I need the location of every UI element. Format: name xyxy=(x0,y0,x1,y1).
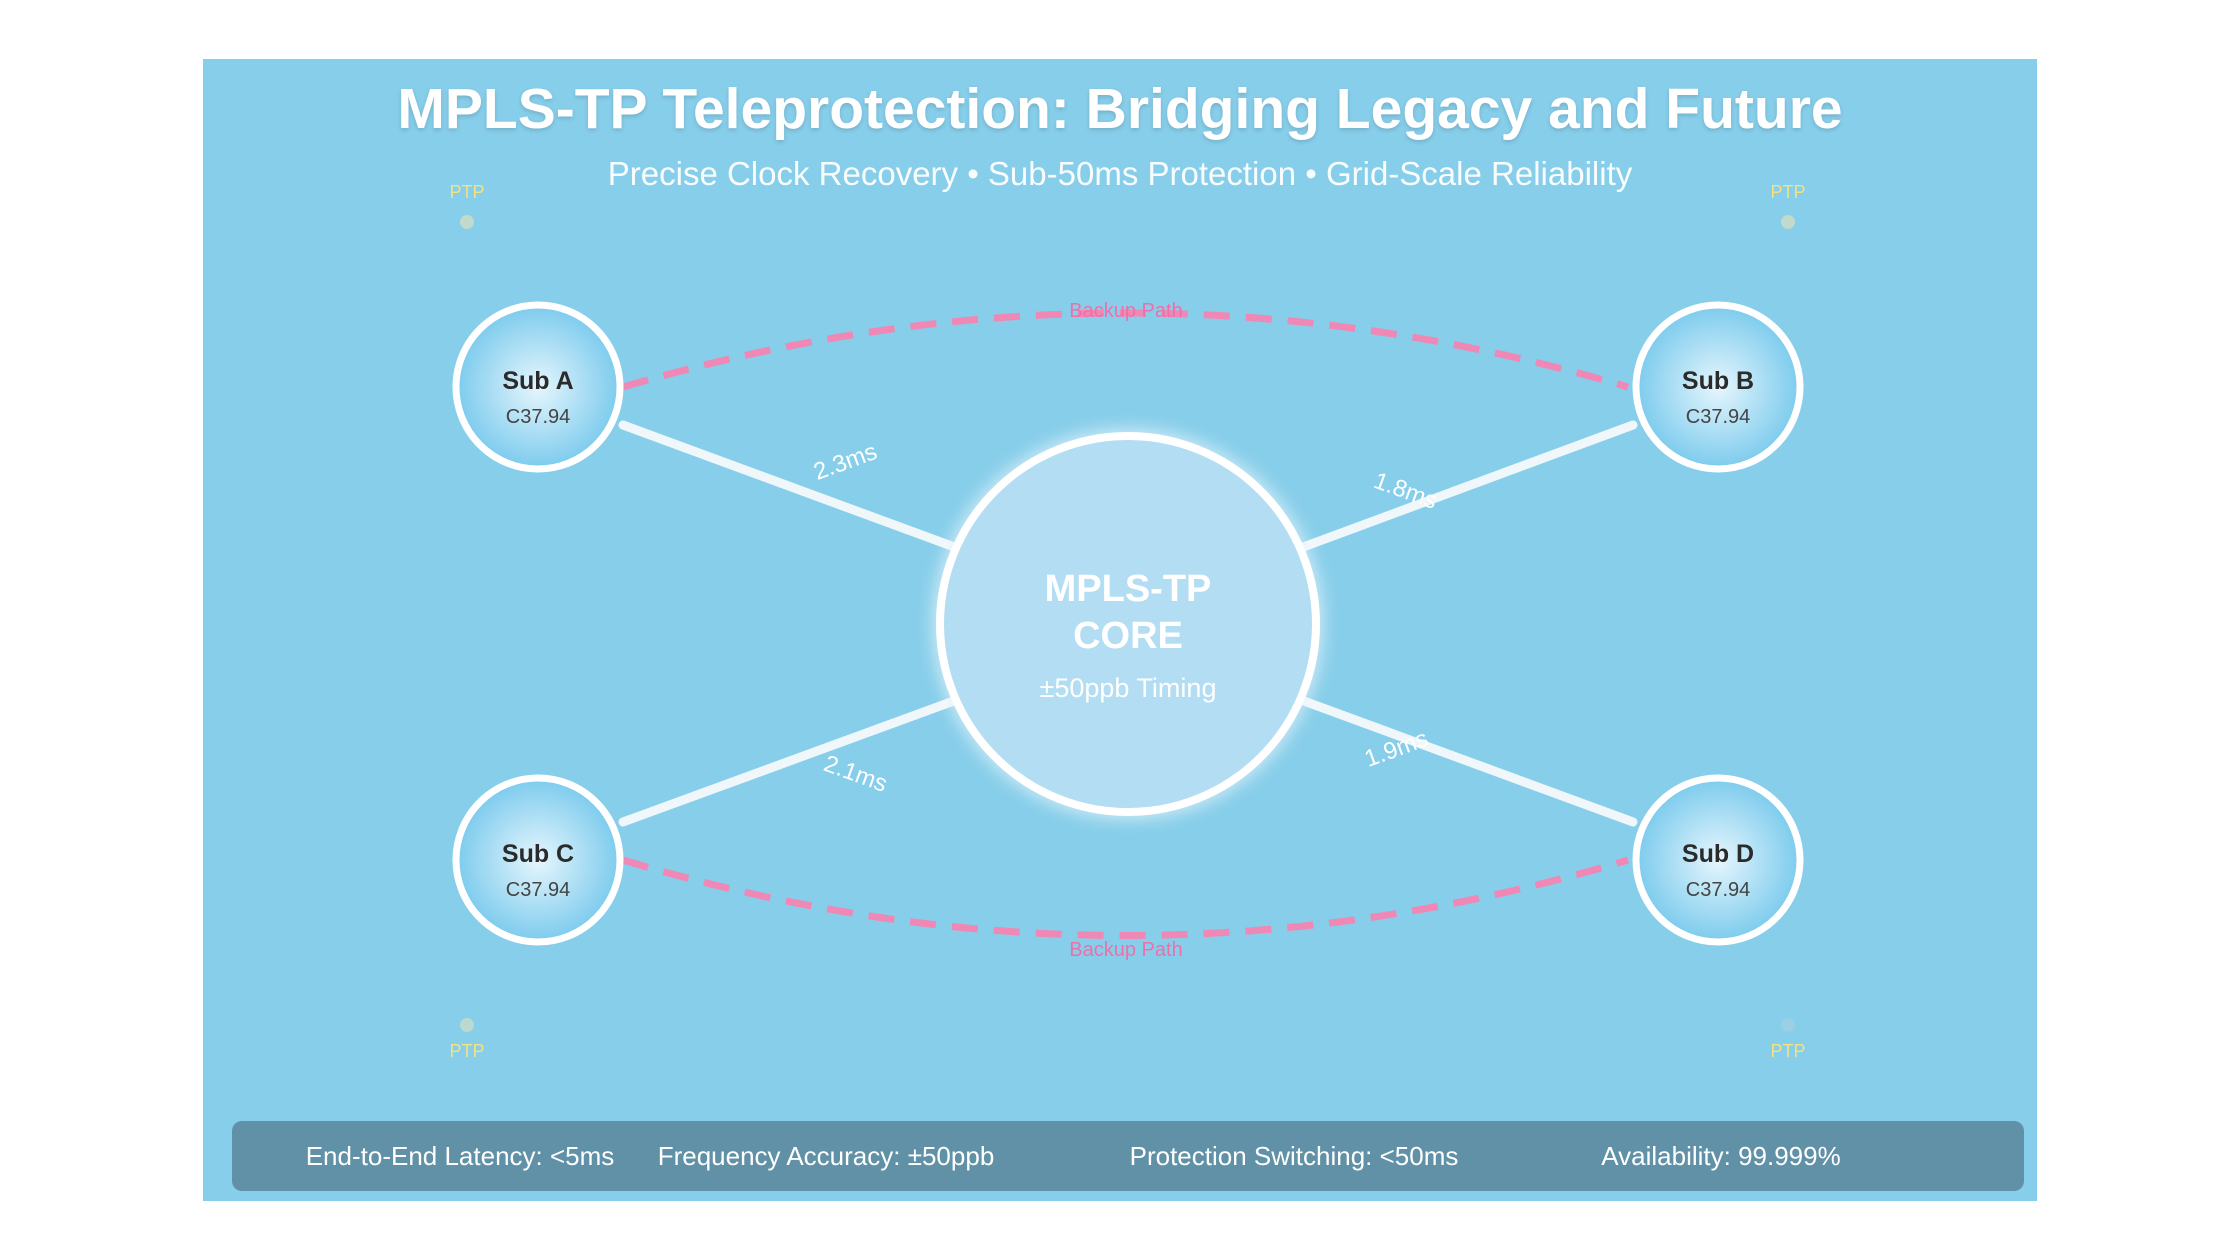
network-diagram: Backup Path Backup Path 2.3ms 1.8ms 2.1m… xyxy=(449,182,1806,1061)
substation-protocol: C37.94 xyxy=(506,879,571,901)
page-title: MPLS-TP Teleprotection: Bridging Legacy … xyxy=(397,77,1843,141)
ptp-marker-bottom-left: PTP xyxy=(449,1018,485,1061)
backup-path-bottom xyxy=(621,856,1630,939)
substation-protocol: C37.94 xyxy=(1686,879,1751,901)
link-latency-sub-a: 2.3ms xyxy=(810,438,881,486)
ptp-label: PTP xyxy=(1770,1041,1805,1061)
ptp-dot xyxy=(1781,215,1795,229)
metric-frequency-accuracy: Frequency Accuracy: ±50ppb xyxy=(657,1141,995,1171)
metrics-bar: End-to-End Latency: <5ms Frequency Accur… xyxy=(232,1121,2024,1191)
substation-protocol: C37.94 xyxy=(506,406,571,428)
metric-availability: Availability: 99.999% xyxy=(1601,1141,1841,1171)
diagram-panel: MPLS-TP Teleprotection: Bridging Legacy … xyxy=(203,59,2037,1201)
substation-sub-b: Sub B C37.94 xyxy=(1632,301,1804,473)
core-timing: ±50ppb Timing xyxy=(1040,673,1217,703)
ptp-dot xyxy=(460,215,474,229)
backup-path-top xyxy=(622,309,1629,391)
core-title-line1: MPLS-TP xyxy=(1045,568,1212,610)
ptp-dot xyxy=(1781,1018,1795,1032)
ptp-label: PTP xyxy=(1770,182,1805,202)
ptp-marker-top-right: PTP xyxy=(1770,182,1806,229)
substation-sub-d: Sub D C37.94 xyxy=(1632,774,1804,946)
backup-path-label-top: Backup Path xyxy=(1069,300,1182,322)
substation-name: Sub A xyxy=(502,367,573,395)
substation-sub-a: Sub A C37.94 xyxy=(452,301,624,473)
substation-name: Sub D xyxy=(1682,840,1754,868)
ptp-dot xyxy=(460,1018,474,1032)
metric-protection-switching: Protection Switching: <50ms xyxy=(1129,1141,1459,1171)
substation-sub-c: Sub C C37.94 xyxy=(452,774,624,946)
substation-name: Sub B xyxy=(1682,367,1754,395)
ptp-label: PTP xyxy=(449,182,484,202)
core-title-line2: CORE xyxy=(1073,615,1183,657)
page-subtitle: Precise Clock Recovery • Sub-50ms Protec… xyxy=(607,155,1633,192)
core-node xyxy=(936,432,1320,816)
substation-protocol: C37.94 xyxy=(1686,406,1751,428)
substation-name: Sub C xyxy=(502,840,574,868)
backup-path-label-bottom: Backup Path xyxy=(1069,939,1182,961)
link-latency-sub-c: 2.1ms xyxy=(820,750,891,798)
ptp-label: PTP xyxy=(449,1041,484,1061)
ptp-marker-bottom-right: PTP xyxy=(1770,1018,1806,1061)
metric-latency: End-to-End Latency: <5ms xyxy=(305,1141,615,1171)
ptp-marker-top-left: PTP xyxy=(449,182,485,229)
